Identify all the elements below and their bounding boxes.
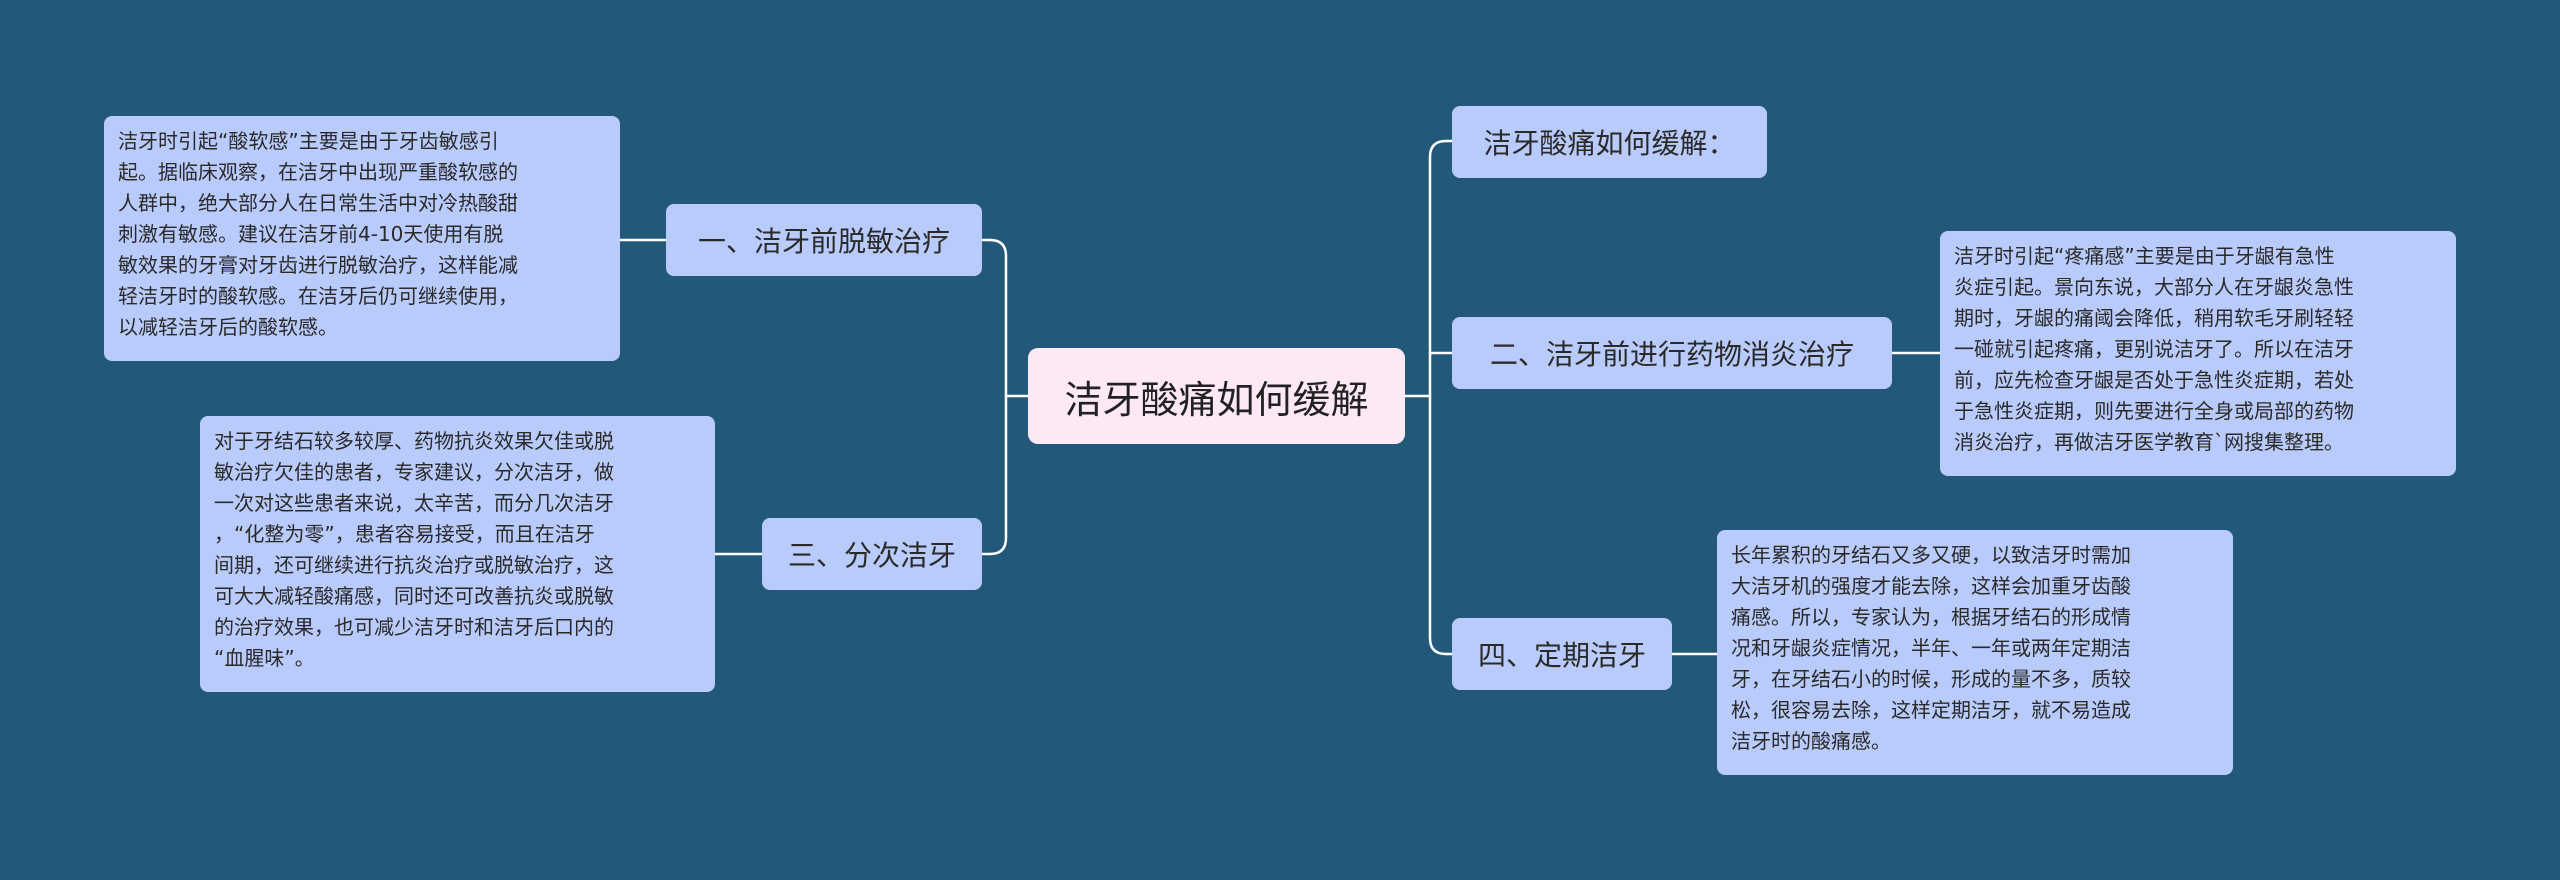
leaf-line: 刺激有敏感。建议在洁牙前4-10天使用有脱 xyxy=(118,222,504,246)
leaf-line: ，“化整为零”，患者容易接受，而且在洁牙 xyxy=(214,522,595,546)
branch-regular-cleaning-label: 四、定期洁牙 xyxy=(1477,639,1646,672)
connector-right-trunk xyxy=(1428,139,1448,656)
leaf-line: 松，很容易去除，这样定期洁牙，就不易造成 xyxy=(1731,698,2131,722)
leaf-line: 长年累积的牙结石又多又硬，以致洁牙时需加 xyxy=(1731,543,2131,567)
leaf-line: 前，应先检查牙龈是否处于急性炎症期，若处 xyxy=(1954,368,2354,392)
leaf-line: 一碰就引起疼痛，更别说洁牙了。所以在洁牙 xyxy=(1954,337,2354,361)
leaf-line: 的治疗效果，也可减少洁牙时和洁牙后口内的 xyxy=(214,615,614,639)
branch-how-to-relieve[interactable]: 洁牙酸痛如何缓解： xyxy=(1452,106,1767,178)
leaf-line: 敏效果的牙膏对牙齿进行脱敏治疗，这样能减 xyxy=(118,253,518,277)
leaf-line: 况和牙龈炎症情况，半年、一年或两年定期洁 xyxy=(1731,636,2131,660)
leaf-line: 于急性炎症期，则先要进行全身或局部的药物 xyxy=(1954,399,2354,423)
branch-how-to-relieve-label: 洁牙酸痛如何缓解： xyxy=(1483,127,1736,160)
leaf-line: 轻洁牙时的酸软感。在洁牙后仍可继续使用， xyxy=(118,284,518,308)
root-topic-label: 洁牙酸痛如何缓解 xyxy=(1064,377,1369,422)
leaf-line: 消炎治疗，再做洁牙医学教育`网搜集整理。 xyxy=(1954,430,2344,454)
leaf-regular-cleaning-detail[interactable]: 长年累积的牙结石又多又硬，以致洁牙时需加 大洁牙机的强度才能去除，这样会加重牙齿… xyxy=(1717,530,2233,775)
leaf-staged-cleaning-detail[interactable]: 对于牙结石较多较厚、药物抗炎效果欠佳或脱 敏治疗欠佳的患者，专家建议，分次洁牙，… xyxy=(200,416,715,692)
leaf-line: 一次对这些患者来说，太辛苦，而分几次洁牙 xyxy=(214,491,614,515)
leaf-line: 人群中，绝大部分人在日常生活中对冷热酸甜 xyxy=(118,191,518,215)
leaf-line: 牙，在牙结石小的时候，形成的量不多，质较 xyxy=(1731,667,2131,691)
leaf-line: 期时，牙龈的痛阈会降低，稍用软毛牙刷轻轻 xyxy=(1954,306,2354,330)
root-topic[interactable]: 洁牙酸痛如何缓解 xyxy=(1028,348,1405,444)
leaf-line: 大洁牙机的强度才能去除，这样会加重牙齿酸 xyxy=(1731,574,2131,598)
leaf-line: 痛感。所以，专家认为，根据牙结石的形成情 xyxy=(1731,605,2131,629)
leaf-line: 以减轻洁牙后的酸软感。 xyxy=(118,315,338,339)
leaf-line: 可大大减轻酸痛感，同时还可改善抗炎或脱敏 xyxy=(214,584,614,608)
branch-anti-inflammatory[interactable]: 二、洁牙前进行药物消炎治疗 xyxy=(1452,317,1892,389)
leaf-line: 洁牙时引起“疼痛感”主要是由于牙龈有急性 xyxy=(1954,244,2335,268)
leaf-anti-inflammatory-detail[interactable]: 洁牙时引起“疼痛感”主要是由于牙龈有急性 炎症引起。景向东说，大部分人在牙龈炎急… xyxy=(1940,231,2456,476)
leaf-line: 对于牙结石较多较厚、药物抗炎效果欠佳或脱 xyxy=(214,429,614,453)
connector-left-trunk xyxy=(988,238,1008,556)
branch-staged-cleaning[interactable]: 三、分次洁牙 xyxy=(762,518,982,590)
leaf-line: “血腥味”。 xyxy=(214,646,315,670)
leaf-line: 敏治疗欠佳的患者，专家建议，分次洁牙，做 xyxy=(214,460,614,484)
branch-staged-cleaning-label: 三、分次洁牙 xyxy=(787,539,956,572)
branch-desensitize[interactable]: 一、洁牙前脱敏治疗 xyxy=(666,204,982,276)
leaf-desensitize-detail[interactable]: 洁牙时引起“酸软感”主要是由于牙齿敏感引 起。据临床观察，在洁牙中出现严重酸软感… xyxy=(104,116,620,361)
leaf-line: 起。据临床观察，在洁牙中出现严重酸软感的 xyxy=(118,160,518,184)
branch-anti-inflammatory-label: 二、洁牙前进行药物消炎治疗 xyxy=(1489,338,1854,371)
leaf-line: 炎症引起。景向东说，大部分人在牙龈炎急性 xyxy=(1954,275,2354,299)
leaf-line: 洁牙时引起“酸软感”主要是由于牙齿敏感引 xyxy=(118,129,499,153)
leaf-line: 洁牙时的酸痛感。 xyxy=(1731,729,1891,753)
branch-desensitize-label: 一、洁牙前脱敏治疗 xyxy=(697,225,950,258)
branch-regular-cleaning[interactable]: 四、定期洁牙 xyxy=(1452,618,1672,690)
leaf-line: 间期，还可继续进行抗炎治疗或脱敏治疗，这 xyxy=(214,553,614,577)
